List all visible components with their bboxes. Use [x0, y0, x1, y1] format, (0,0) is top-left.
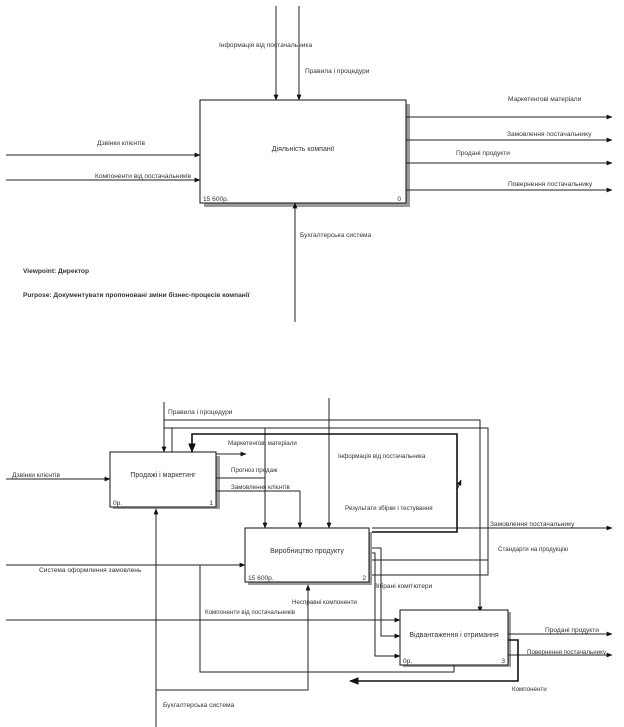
box1-title: Продажі і маркетинг	[130, 471, 196, 479]
arrow-order-system-loop[interactable]	[6, 564, 455, 673]
control-label-rules: Правила і процедури	[305, 67, 370, 75]
label-returns: Повернення постачальнику	[527, 649, 607, 656]
output-label-sold: Продані продукти	[456, 149, 510, 157]
label-marketing: Маркетенгові матеріали	[228, 440, 297, 447]
arrow-components-loop[interactable]	[349, 639, 519, 685]
activity-box-2[interactable]	[244, 527, 370, 583]
label-supplier-components: Компоненти від постачальників	[205, 609, 296, 616]
arrow-client-orders[interactable]	[216, 490, 303, 529]
label-accounting: Бухгалтерська система	[163, 702, 235, 709]
box1-number: 1	[209, 500, 213, 507]
label-order-system: Система оформлення замовлень	[39, 567, 142, 574]
context-box-title: Діяльність компанії	[272, 145, 334, 153]
arrow-test-results-up[interactable]	[456, 479, 462, 491]
label-client-calls: Дзвінки клієнтів	[12, 471, 60, 479]
control-label-supplier-info-text: Інформація від постачальника	[219, 41, 312, 49]
viewpoint-text: Viewpoint: Директор	[23, 268, 89, 275]
arrow-rules-box3[interactable]	[164, 419, 483, 613]
output-label-supplier-order: Замовлення постачальнику	[507, 131, 592, 138]
arrow-standards-feedback[interactable]	[171, 427, 489, 576]
arrow-test-results-loop[interactable]	[188, 433, 458, 533]
control-label-supplier-info: Інформація від постачальника	[219, 41, 312, 49]
context-diagram: Діяльність компанії 15 600р. 0 Інформаці…	[6, 6, 613, 322]
output-label-marketing-text: Маркетенгові матеріали	[508, 95, 582, 103]
input-label-client-calls: Дзвінки клієнтів	[97, 139, 145, 147]
decomposition-diagram: Продажі і маркетинг 0р. 1 Виробництво пр…	[6, 398, 613, 727]
label-test-results: Результати збірки і тестування	[345, 505, 433, 512]
box3-number: 3	[501, 658, 505, 665]
arrow-defective[interactable]	[372, 552, 401, 659]
context-box-cost: 15 600р.	[203, 196, 229, 203]
label-components: Компоненти	[512, 686, 547, 693]
activity-box-1[interactable]	[109, 451, 217, 508]
label-sold: Продані продукти	[545, 626, 599, 634]
box2-number: 2	[362, 575, 366, 582]
input-label-supplier-components: Компоненти від постачальників	[95, 172, 191, 180]
label-standards: Стандарти на продукцію	[498, 546, 568, 553]
label-assembled: Зібрані комп'ютери	[374, 582, 433, 590]
label-defective: Несправні компоненти	[292, 599, 357, 606]
box2-title: Виробництво продукту	[270, 547, 344, 555]
label-supplier-order: Замовлення постачальнику	[490, 521, 575, 528]
purpose-text: Purpose: Документувати пропоновані зміни…	[23, 291, 250, 299]
activity-box-3[interactable]	[399, 609, 509, 666]
mechanism-label-accounting: Бухгалтерська система	[300, 232, 372, 239]
output-label-marketing: Маркетенгові матеріали	[508, 95, 582, 103]
context-activity-box[interactable]	[199, 99, 407, 204]
output-label-returns: Повернення постачальнику	[508, 181, 593, 188]
box3-cost: 0р.	[403, 658, 412, 665]
arrow-assembled[interactable]	[372, 547, 401, 639]
label-supplier-info: Інформація від постачальника	[338, 453, 426, 460]
context-box-number: 0	[397, 196, 401, 203]
box1-cost: 0р.	[113, 500, 122, 507]
label-rules: Правила і процедури	[168, 408, 233, 416]
box2-cost: 15 600р.	[248, 575, 274, 582]
label-client-orders: Замовлення клієнтів	[231, 484, 291, 491]
label-forecast: Прогноз продаж	[231, 467, 278, 474]
box3-title: Відвантаження і отримання	[409, 631, 498, 639]
arrow-accounting-box2[interactable]	[156, 584, 311, 691]
